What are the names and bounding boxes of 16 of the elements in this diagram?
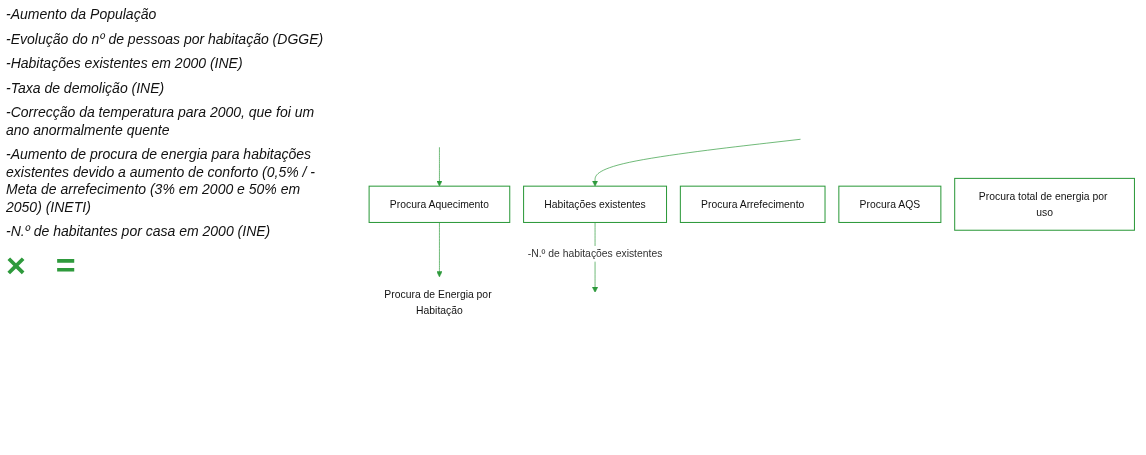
edge-label: -N.º de habitações existentes <box>527 247 663 259</box>
note-text: -Correcção da temperatura para 2000, que foi um ano anormalmente quente <box>6 104 316 139</box>
note-text: -Habitações existentes em 2000 (INE) <box>6 55 244 73</box>
node-box: Procura AQS <box>838 185 942 223</box>
node-text: Procura de Energia por Habitação <box>384 288 492 316</box>
node-box: Procura Arrefecimento <box>679 185 826 223</box>
note-text: -Taxa de demolição (INE) <box>6 79 166 97</box>
node-box: Procura Aquecimento <box>368 185 511 223</box>
operator-symbol: = <box>55 247 76 282</box>
note-text: -Aumento de procura de energia para habitações existentes devido a aumento de conforto (0,5% / - Meta de arrefecimento (3% em 2000 e 50% em 2050) (INETI) <box>6 146 316 216</box>
node-box: Procura total de energia por uso <box>954 177 1135 231</box>
note-text: -Aumento da População <box>6 6 158 24</box>
note-text: -Evolução do nº de pessoas por habitação (DGGE) <box>6 30 325 48</box>
operator-symbol: × <box>6 247 26 282</box>
node-box: Habitações existentes <box>523 185 668 223</box>
note-text: -N.º de habitantes por casa em 2000 (INE) <box>6 223 272 241</box>
